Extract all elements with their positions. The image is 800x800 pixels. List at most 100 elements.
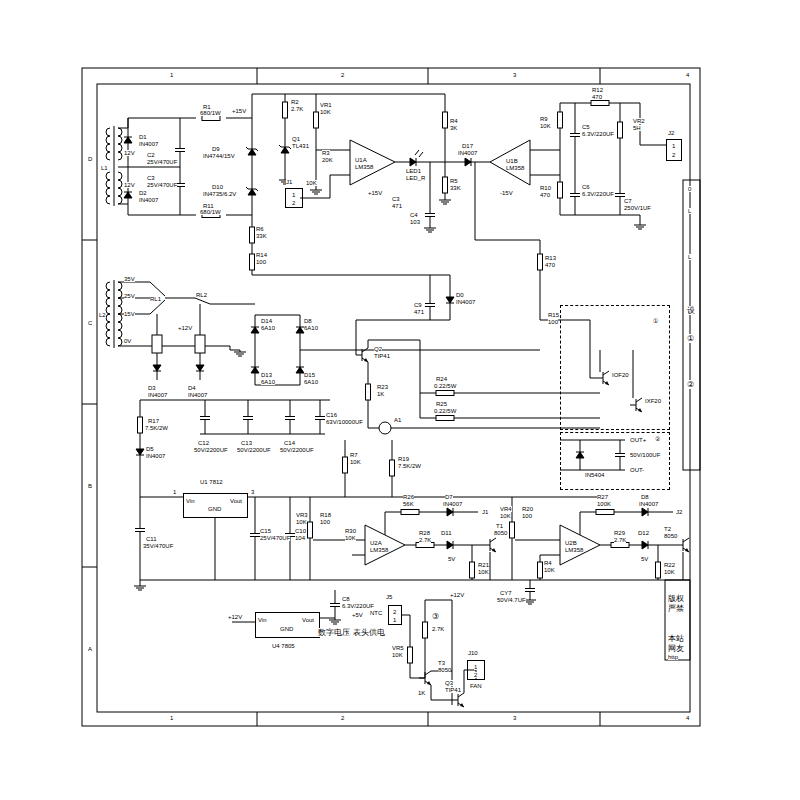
dashed-region: ② bbox=[560, 432, 670, 490]
component-label: 5H bbox=[633, 125, 641, 131]
component-label: 471 bbox=[392, 203, 402, 209]
component-label: 2.7K bbox=[432, 626, 444, 632]
component-label: 10K bbox=[392, 652, 403, 658]
component-label: 10K bbox=[296, 519, 307, 525]
component-label: D0 bbox=[456, 292, 464, 298]
connector-box: 12 bbox=[467, 660, 485, 680]
component-label: C14 bbox=[284, 440, 295, 446]
component-label: VR3 bbox=[296, 512, 308, 518]
component-label: J2 bbox=[676, 509, 682, 515]
component-label: R10 bbox=[540, 185, 551, 191]
component-label: C2 bbox=[147, 152, 155, 158]
component-label: D3 bbox=[148, 385, 156, 391]
component-label: IN4007 bbox=[188, 392, 207, 398]
component-label: LM358 bbox=[355, 164, 373, 170]
component-label: R28 bbox=[419, 530, 430, 536]
component-label: 50V/2200UF bbox=[237, 447, 271, 453]
component-label: 680/1W bbox=[200, 209, 221, 215]
component-label: R3 bbox=[322, 150, 330, 156]
pin-label: Vout bbox=[302, 617, 314, 623]
component-label: J5 bbox=[386, 594, 392, 600]
component-label: L bbox=[688, 208, 691, 214]
component-label: 6.3V/220UF bbox=[582, 131, 614, 137]
component-label: R26 bbox=[403, 494, 414, 500]
grid-reference: 4 bbox=[686, 715, 689, 721]
component-label: D11 bbox=[441, 530, 452, 536]
pin-label: GND bbox=[280, 626, 293, 632]
component-label: 10K bbox=[500, 513, 511, 519]
component-label: 0.22/5W bbox=[434, 408, 456, 414]
component-label: R5 bbox=[450, 178, 458, 184]
component-label: FAN bbox=[470, 683, 482, 689]
component-label: D12 bbox=[638, 530, 649, 536]
note-text: ① bbox=[687, 334, 694, 343]
pin-label: Vout bbox=[230, 498, 242, 504]
note-text: 设 bbox=[687, 306, 695, 315]
pin-label: 2 bbox=[292, 200, 295, 206]
component-label: 50V/2200UF bbox=[194, 447, 228, 453]
component-label: LED1 bbox=[406, 168, 421, 174]
component-label: 1 bbox=[173, 489, 176, 495]
component-label: VR1 bbox=[320, 102, 332, 108]
component-label: 7.5K/2W bbox=[398, 463, 421, 469]
part-heading: U4 7805 bbox=[272, 643, 295, 649]
component-label: R12 bbox=[592, 87, 603, 93]
component-label: D14 bbox=[261, 318, 272, 324]
component-label: 3K bbox=[450, 125, 457, 131]
component-label: D13 bbox=[261, 372, 272, 378]
component-label: 12V bbox=[124, 150, 135, 156]
note-text: 本站 bbox=[668, 634, 684, 643]
connector-box: 12 bbox=[285, 188, 303, 208]
component-label: R21 bbox=[478, 562, 489, 568]
component-label: R22 bbox=[664, 562, 675, 568]
pin-label: 1 bbox=[672, 143, 675, 149]
component-label: D5 bbox=[146, 446, 154, 452]
component-label: C6 bbox=[582, 184, 590, 190]
component-label: VR4 bbox=[500, 506, 512, 512]
pin-label: ② bbox=[655, 436, 660, 442]
grid-reference: 2 bbox=[341, 715, 344, 721]
component-label: 25V/470UF bbox=[147, 182, 177, 188]
component-label: 471 bbox=[414, 309, 424, 315]
component-label: IN4007 bbox=[456, 299, 475, 305]
component-label: OUT- bbox=[630, 467, 644, 473]
component-label: 33K bbox=[450, 185, 461, 191]
component-label: LM358 bbox=[506, 165, 524, 171]
component-label: R6 bbox=[256, 226, 264, 232]
component-label: 50V/2200UF bbox=[280, 447, 314, 453]
component-label: 680/1W bbox=[200, 110, 221, 116]
component-label: C7 bbox=[624, 198, 632, 204]
component-label: 5V bbox=[641, 556, 648, 562]
component-label: D10 bbox=[212, 184, 223, 190]
component-label: 8050 bbox=[438, 667, 451, 673]
component-label: 103 bbox=[410, 219, 420, 225]
regulator-box: U4 7805VinGNDVout bbox=[255, 612, 320, 638]
component-label: C9 bbox=[414, 302, 422, 308]
grid-reference: C bbox=[88, 320, 92, 326]
component-label: R19 bbox=[398, 456, 409, 462]
component-label: +12V bbox=[228, 614, 242, 620]
dashed-region: ① bbox=[560, 305, 670, 430]
component-label: C8 bbox=[342, 596, 350, 602]
component-label: IOF20 bbox=[612, 372, 629, 378]
component-label: R23 bbox=[377, 384, 388, 390]
component-label: 15V bbox=[124, 311, 135, 317]
part-heading: U1 7812 bbox=[200, 479, 223, 485]
component-label: L bbox=[688, 254, 691, 260]
component-label: U2B bbox=[565, 540, 577, 546]
component-label: TL431 bbox=[292, 143, 309, 149]
component-label: 6A10 bbox=[304, 325, 318, 331]
component-label: 33K bbox=[256, 233, 267, 239]
grid-reference: A bbox=[88, 646, 92, 652]
component-label: 6.3V/220UF bbox=[582, 191, 614, 197]
component-label: L2 bbox=[99, 312, 106, 318]
component-label: C13 bbox=[241, 440, 252, 446]
note-text: 数字电压 表头供电 bbox=[318, 628, 385, 637]
component-label: 104 bbox=[295, 535, 305, 541]
component-label: D17 bbox=[462, 143, 473, 149]
component-label: +12V bbox=[178, 325, 192, 331]
component-label: C4 bbox=[410, 212, 418, 218]
component-label: D7 bbox=[445, 494, 453, 500]
component-label: D1 bbox=[139, 134, 147, 140]
